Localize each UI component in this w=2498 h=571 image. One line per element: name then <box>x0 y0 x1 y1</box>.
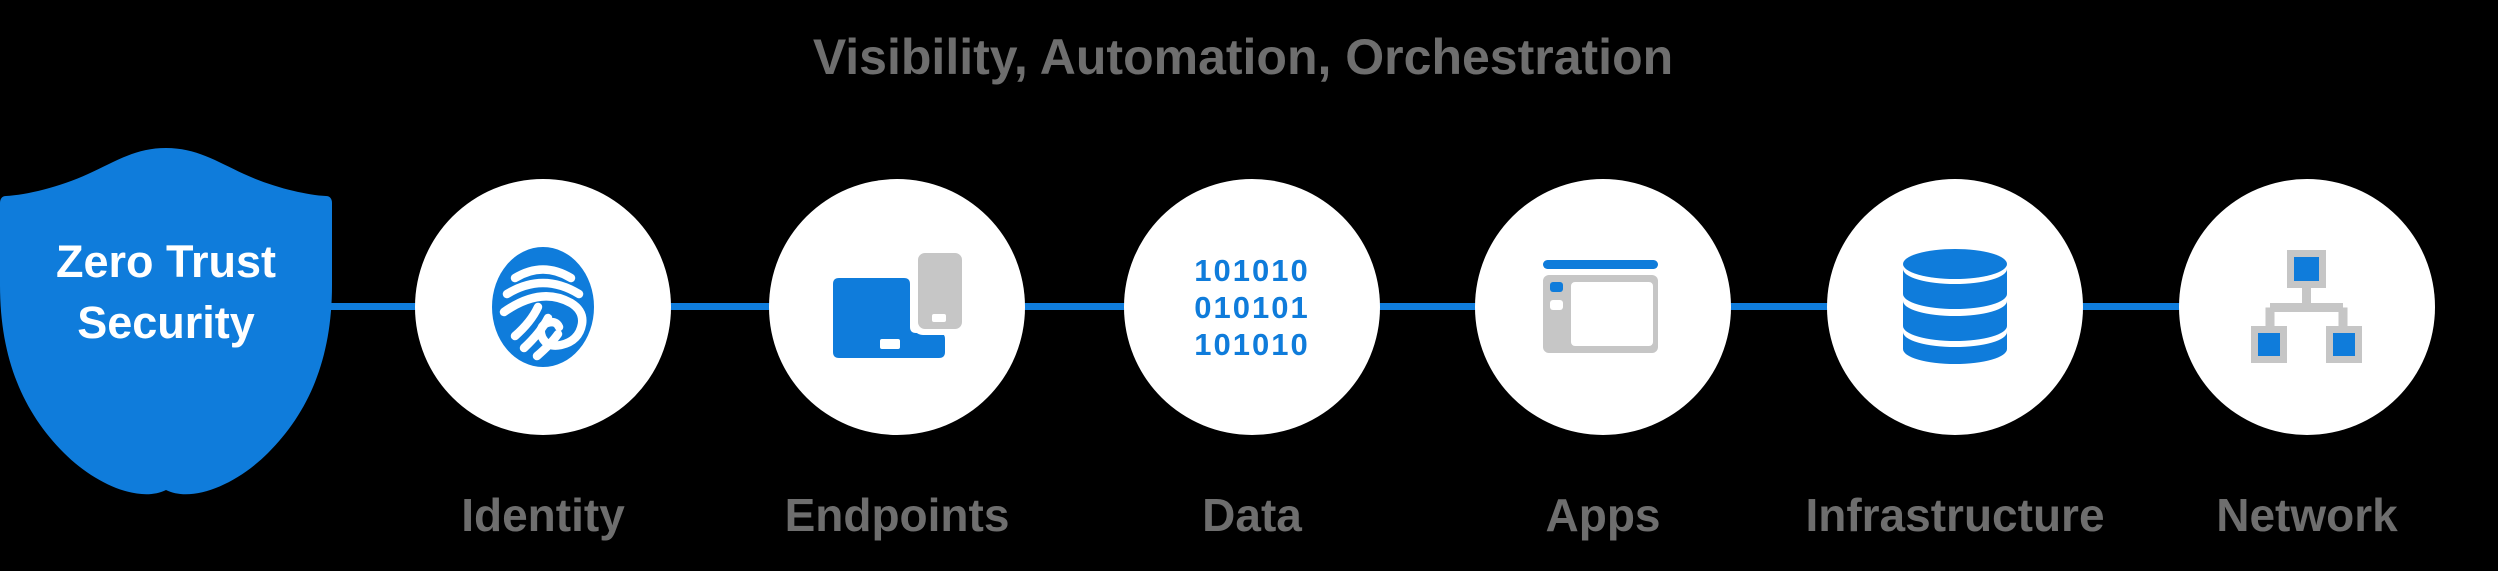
zero-trust-shield: Zero Trust Security <box>0 145 332 497</box>
network-icon <box>2251 250 2362 363</box>
node-circle-infrastructure <box>1827 179 2083 435</box>
label-infrastructure: Infrastructure <box>1805 489 2105 541</box>
label-endpoints: Endpoints <box>784 489 1010 541</box>
fingerprint-icon <box>492 247 594 367</box>
shield-label-line1: Zero Trust <box>55 236 277 287</box>
binary-code-icon: 101010 010101 101010 <box>1194 252 1309 363</box>
node-circle-endpoints <box>769 179 1025 435</box>
label-data: Data <box>1202 489 1302 541</box>
binary-line-3: 101010 <box>1194 326 1310 362</box>
diagram-title: Visibility, Automation, Orchestration <box>812 29 1674 85</box>
binary-line-2: 010101 <box>1194 289 1310 325</box>
devices-icon <box>833 248 968 358</box>
node-circle-apps <box>1475 179 1731 435</box>
app-window-icon <box>1543 259 1658 353</box>
label-identity: Identity <box>461 489 625 541</box>
shield-label: Zero Trust Security <box>0 231 332 353</box>
node-circle-identity <box>415 179 671 435</box>
database-icon <box>1903 249 2007 364</box>
node-circle-network <box>2179 179 2435 435</box>
shield-icon <box>0 148 332 495</box>
label-apps: Apps <box>1545 489 1661 541</box>
node-circle-data: 101010 010101 101010 <box>1124 179 1380 435</box>
shield-label-line2: Security <box>77 297 255 348</box>
binary-line-1: 101010 <box>1194 252 1310 288</box>
label-network: Network <box>2216 489 2398 541</box>
